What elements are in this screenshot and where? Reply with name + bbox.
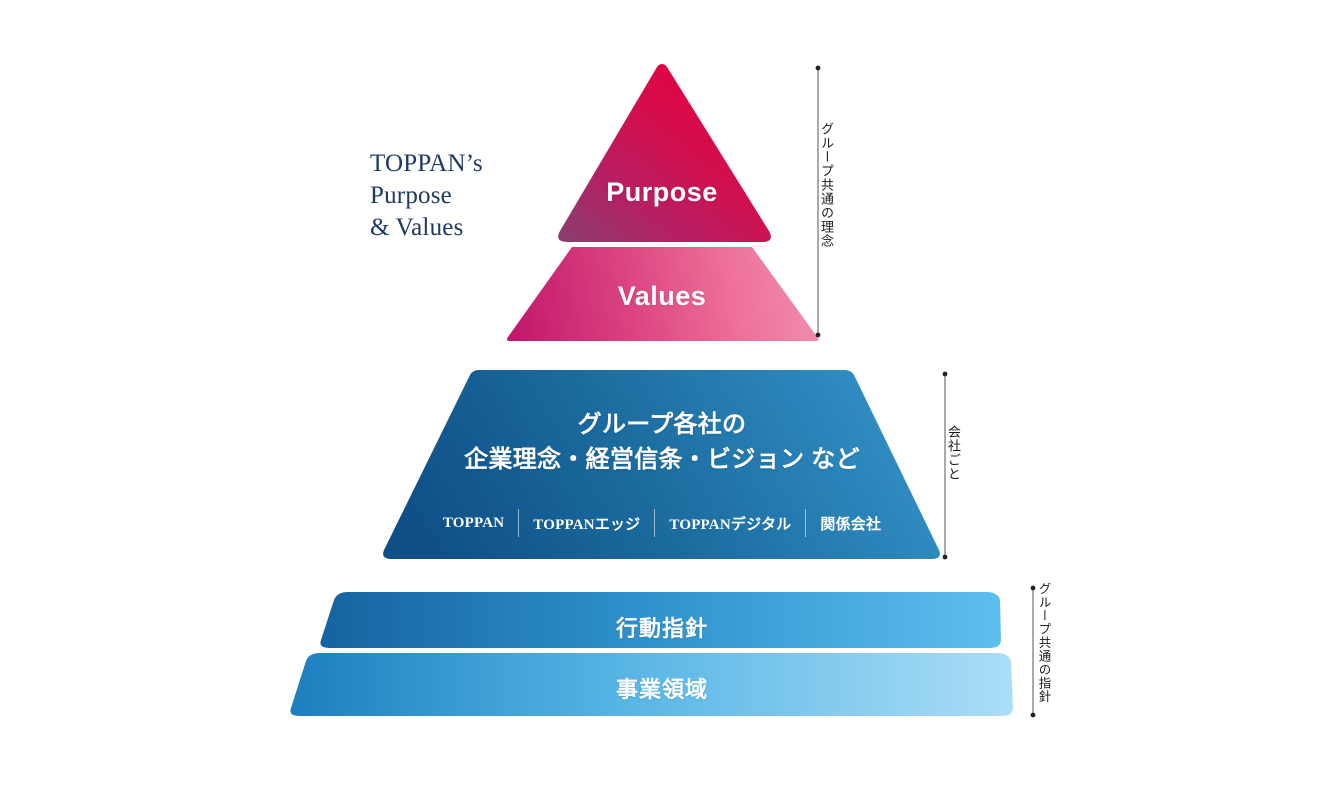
bracket-common-guidelines	[1030, 585, 1036, 718]
bracket-per-company	[942, 371, 948, 560]
business-domains-shape	[290, 653, 1013, 716]
group-companies-label: グループ各社の 企業理念・経営信条・ビジョン など	[464, 411, 860, 473]
company-divider	[518, 509, 520, 537]
bracket-caption-philosophy: グループ共通の理念	[819, 122, 834, 248]
action-guidelines-label: 行動指針	[615, 616, 708, 641]
business-domains-label: 事業領域	[615, 677, 708, 702]
bracket-caption-per-company: 会社ごと	[946, 425, 961, 481]
values-label: Values	[617, 281, 707, 311]
page-title: TOPPAN’s Purpose & Values	[370, 150, 483, 241]
bracket-philosophy	[815, 65, 821, 338]
action-guidelines-shape	[320, 592, 1001, 648]
group-companies-shape	[383, 370, 940, 559]
company-divider	[654, 509, 656, 537]
company-name-toppan: TOPPAN	[442, 514, 505, 531]
purpose-label: Purpose	[606, 177, 718, 207]
company-divider	[805, 509, 807, 537]
company-name-affiliates: 関係会社	[820, 516, 882, 533]
company-name-toppan-digital: TOPPANデジタル	[669, 516, 792, 533]
purpose-shape	[558, 64, 771, 242]
bracket-caption-common-guidelines: グループ共通の指針	[1036, 582, 1051, 704]
values-shape	[506, 247, 819, 341]
company-name-toppan-edge: TOPPANエッジ	[533, 516, 641, 533]
company-list: TOPPAN TOPPANエッジ TOPPANデジタル 関係会社	[412, 509, 912, 537]
